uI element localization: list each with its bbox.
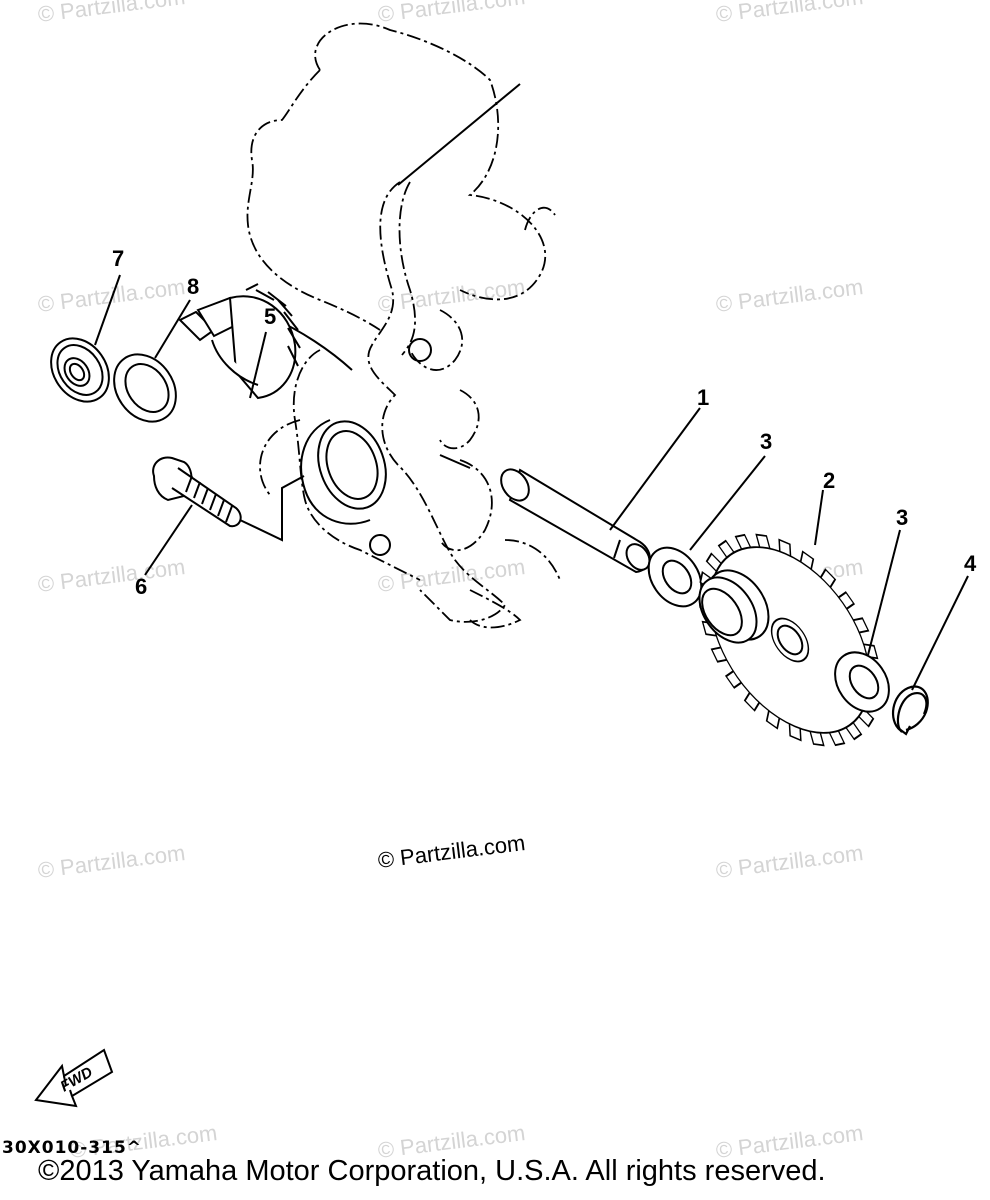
oil-seal <box>50 337 110 403</box>
circlip <box>891 685 929 736</box>
copyright-notice: ©2013 Yamaha Motor Corporation, U.S.A. A… <box>38 1155 826 1187</box>
callout-8: 8 <box>187 274 199 299</box>
diagram-code: 30X010-315^ <box>2 1138 143 1158</box>
washer-3-right <box>834 651 890 713</box>
callout-7: 7 <box>112 246 124 271</box>
leader-lines <box>94 274 969 691</box>
callout-4: 4 <box>964 551 977 576</box>
callout-3: 3 <box>896 505 908 530</box>
crankcase-outline <box>246 22 561 629</box>
crankcase-solid-lines <box>271 83 521 556</box>
gear-hub <box>698 569 804 656</box>
washer-8 <box>113 353 177 423</box>
gear-shaft <box>178 283 301 400</box>
fwd-arrow-icon <box>34 1048 114 1108</box>
callout-2: 2 <box>823 468 835 493</box>
callout-3: 3 <box>760 429 772 454</box>
reference-line <box>239 475 305 542</box>
shaft <box>500 468 651 574</box>
reference-line <box>439 454 471 469</box>
washer-3-left <box>647 546 703 608</box>
callout-5: 5 <box>264 304 276 329</box>
callout-1: 1 <box>697 385 709 410</box>
bolt <box>152 456 242 528</box>
callout-6: 6 <box>135 574 147 599</box>
